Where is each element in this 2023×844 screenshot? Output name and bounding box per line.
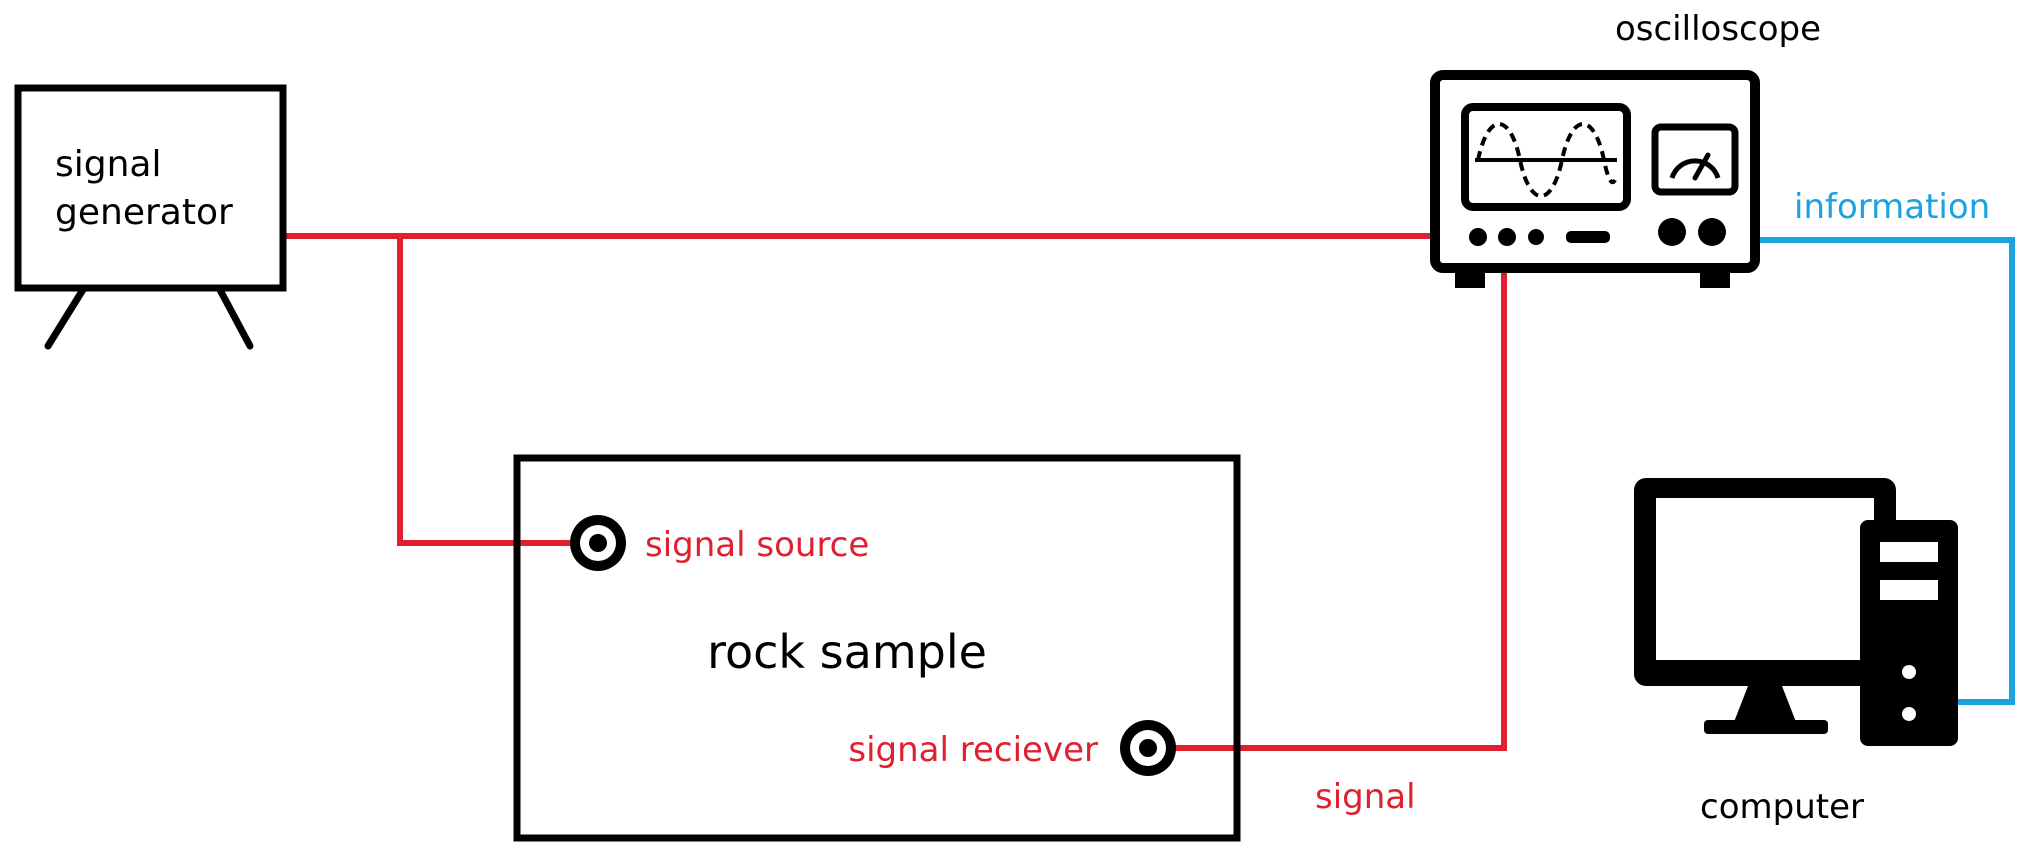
oscilloscope-label: oscilloscope [1615,9,1821,49]
signal-receiver-transducer-icon [1120,720,1176,776]
signal-wires [283,233,1507,751]
input-connector-icon [1469,228,1487,246]
rock-sample-label: rock sample [707,625,987,679]
wire-information [1757,237,2015,705]
signal-generator-icon [14,84,287,350]
waveform-icon [1476,122,1617,198]
oscilloscope-icon [1430,70,1760,288]
wire-receiver-to-oscilloscope [1148,246,1507,751]
signal-receiver-label: signal reciever [848,730,1098,770]
input-connector-icon [1498,228,1516,246]
signal-label: signal [1315,777,1416,817]
information-label: information [1794,187,1990,227]
signal-generator-label-line1: signal [55,144,162,185]
knob-icon [1698,218,1726,246]
knob-icon [1658,218,1686,246]
signal-source-transducer-icon [570,515,626,571]
signal-source-label: signal source [645,525,869,565]
rock-sample-box [513,454,1241,842]
computer-icon [1634,478,1958,746]
wire-generator-to-source [397,236,598,546]
signal-generator-label-line2: generator [55,192,233,233]
computer-label: computer [1700,787,1864,827]
